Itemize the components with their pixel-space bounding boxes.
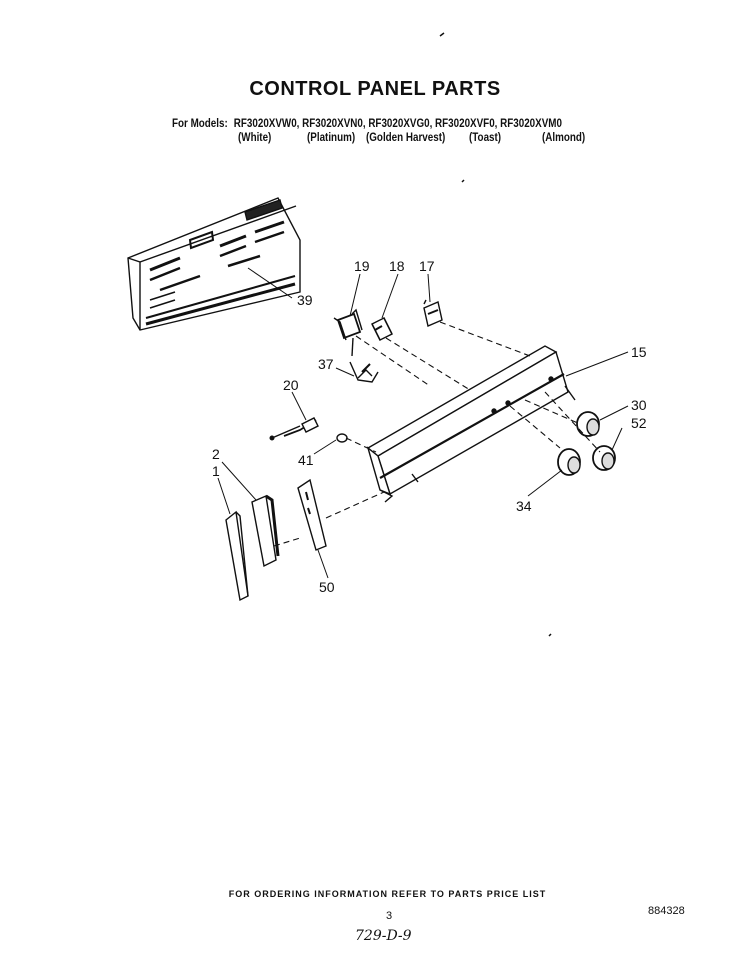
callout-1: 1 [212, 463, 220, 479]
wire-harness-part [349, 361, 379, 383]
models-prefix: For Models: [172, 116, 228, 130]
switch-part-18 [371, 317, 393, 341]
page-title: CONTROL PANEL PARTS [249, 78, 501, 100]
color-almond: (Almond) [542, 130, 586, 144]
callout-34: 34 [516, 498, 532, 514]
color-toast: (Toast) [469, 130, 502, 144]
models-list: RF3020XVW0, RF3020XVN0, RF3020XVG0, RF30… [233, 116, 562, 130]
callout-18: 18 [389, 258, 405, 274]
scan-speck [461, 179, 465, 183]
leader-lines [217, 267, 629, 579]
handwritten-note: 729-D-9 [355, 928, 412, 944]
callout-30: 30 [631, 397, 647, 413]
knob-part-30 [576, 411, 600, 437]
switch-part-17 [423, 299, 443, 327]
end-cap-part-1 [225, 510, 249, 602]
lens-part [336, 433, 348, 443]
control-panel-bar-part [366, 345, 576, 503]
scan-speck [548, 633, 552, 637]
callout-41: 41 [298, 452, 314, 468]
indicator-lamp-part [269, 417, 319, 441]
end-cap-part-2 [251, 494, 280, 568]
callout-labels: 39 19 18 17 15 37 20 41 30 52 2 1 34 50 [212, 258, 647, 595]
callout-19: 19 [354, 258, 370, 274]
callout-50: 50 [319, 579, 335, 595]
knob-part-34 [557, 448, 581, 476]
scan-speck [439, 32, 445, 37]
callout-20: 20 [283, 377, 299, 393]
ordering-note: FOR ORDERING INFORMATION REFER TO PARTS … [228, 889, 547, 899]
color-golden-harvest: (Golden Harvest) [366, 130, 446, 144]
side-bracket-part [297, 478, 327, 551]
color-white: (White) [238, 130, 272, 144]
knob-part-52 [592, 445, 616, 471]
document-number: 884328 [648, 905, 685, 917]
callout-37: 37 [318, 356, 334, 372]
page-number: 3 [386, 910, 393, 922]
back-panel-part [127, 197, 301, 331]
callout-15: 15 [631, 344, 647, 360]
callout-2: 2 [212, 446, 220, 462]
callout-52: 52 [631, 415, 647, 431]
alignment-lines [273, 321, 601, 547]
color-platinum: (Platinum) [307, 130, 356, 144]
callout-39: 39 [297, 292, 313, 308]
switch-part [333, 308, 363, 357]
model-list: For Models: RF3020XVW0, RF3020XVN0, RF30… [172, 116, 562, 130]
callout-17: 17 [419, 258, 435, 274]
